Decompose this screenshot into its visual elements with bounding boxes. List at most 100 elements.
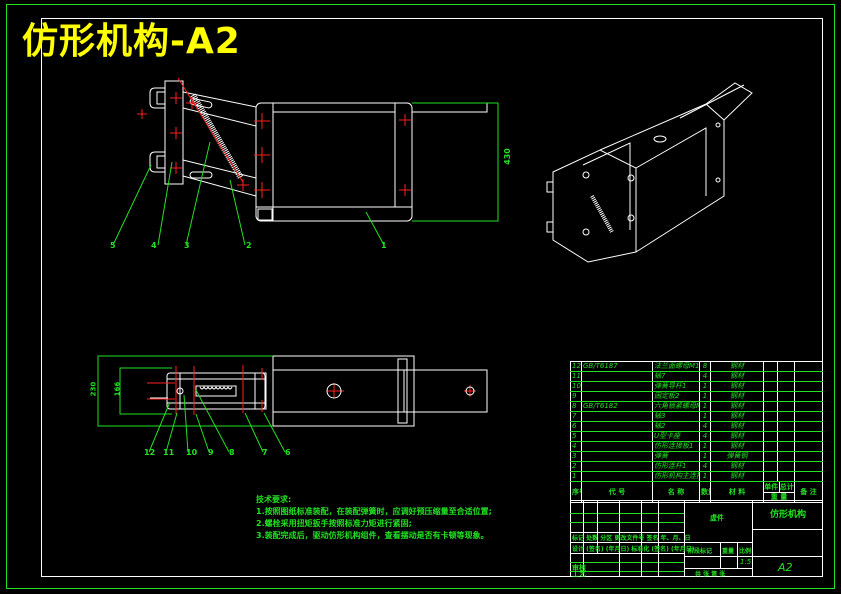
part-code — [581, 421, 653, 432]
balloon-12: 12 — [144, 448, 156, 457]
tech-item-1: 1.按照图纸标准装配，在装配弹簧时，应调好预压缩量至合适位置; — [256, 507, 492, 516]
part-no: 3 — [570, 451, 582, 462]
part-unit-weight — [763, 411, 778, 422]
part-unit-weight — [763, 431, 778, 442]
tech-item-3: 3.装配完成后，驱动仿形机构组件，查看摆动是否有卡顿等现象。 — [256, 531, 489, 540]
balloon-2: 2 — [246, 241, 252, 250]
header-code: 代 号 — [581, 481, 653, 503]
part-qty: 1 — [699, 381, 711, 392]
material-label: 虚件 — [710, 514, 724, 522]
part-total-weight — [777, 421, 795, 432]
title-block: 标记 处数 分区 更改文件号 签名 年、月、日 设计 (签名) (年月日) 标准… — [570, 500, 823, 578]
part-name: 法兰面螺母M16 — [652, 361, 700, 372]
top-view-centerlines — [147, 365, 476, 415]
part-unit-weight — [763, 361, 778, 372]
front-view-leaders — [112, 141, 385, 246]
standard-label: 标准化 — [631, 546, 650, 553]
part-name: 弹簧 — [652, 451, 700, 462]
part-qty: 8 — [699, 361, 711, 372]
part-unit-weight — [763, 371, 778, 382]
part-name: 仿形连杆1 — [652, 461, 700, 472]
part-remark — [794, 391, 823, 402]
drawing-title: 仿形机构-A2 — [22, 21, 241, 62]
header-weight-label: 重 量 — [770, 493, 788, 501]
part-unit-weight — [763, 391, 778, 402]
rev-count: 处数 — [586, 535, 599, 542]
part-no: 2 — [570, 461, 582, 472]
part-remark — [794, 461, 823, 472]
part-no: 8 — [570, 401, 582, 412]
part-name: 轴2 — [652, 421, 700, 432]
header-remark: 备 注 — [794, 481, 823, 503]
part-qty: 1 — [699, 401, 711, 412]
part-qty: 1 — [699, 451, 711, 462]
part-remark — [794, 421, 823, 432]
part-no: 11 — [570, 371, 582, 382]
design-label: 设计 — [572, 546, 585, 553]
rev-doc: 更改文件号 — [614, 535, 645, 542]
part-code — [581, 451, 653, 462]
standard-date: (年月日) — [671, 546, 695, 553]
part-no: 1 — [570, 471, 582, 482]
part-name: 固定板2 — [652, 391, 700, 402]
part-code — [581, 371, 653, 382]
part-unit-weight — [763, 461, 778, 472]
part-total-weight — [777, 431, 795, 442]
parts-list-row: 8GB/T6182六角锁紧螺母M241钢材 — [570, 401, 823, 412]
part-qty: 1 — [699, 411, 711, 422]
part-unit-weight — [763, 401, 778, 412]
part-qty: 4 — [699, 431, 711, 442]
hole-main — [326, 383, 342, 399]
rev-date: 年、月、日 — [660, 535, 691, 542]
part-unit-weight — [763, 451, 778, 462]
design-sign: (签名) — [586, 546, 604, 553]
part-code: GB/T6187 — [581, 361, 653, 372]
part-no: 12 — [570, 361, 582, 372]
drawing-name: 仿形机构 — [770, 510, 807, 520]
part-unit-weight — [763, 441, 778, 452]
dimension-inner-width: 166 — [113, 381, 122, 397]
header-total-weight: 总计 — [779, 483, 794, 491]
part-qty: 4 — [699, 461, 711, 472]
balloon-4: 4 — [151, 241, 157, 250]
isometric-view — [546, 82, 753, 263]
part-material: 钢材 — [710, 421, 764, 432]
process-label: 工艺 — [572, 570, 586, 578]
part-total-weight — [777, 411, 795, 422]
scale-value: 1:5 — [740, 558, 752, 566]
part-material: 钢材 — [710, 391, 764, 402]
revision-headers: 标记 处数 分区 更改文件号 签名 年、月、日 — [572, 533, 691, 542]
balloon-5: 5 — [110, 241, 116, 250]
sheet-size: A2 — [778, 561, 793, 574]
part-no: 5 — [570, 431, 582, 442]
part-total-weight — [777, 361, 795, 372]
part-code — [581, 411, 653, 422]
technical-requirements: 技术要求: 1.按照图纸标准装配，在装配弹簧时，应调好预压缩量至合适位置; 2.… — [256, 494, 492, 542]
part-name: 轴7 — [652, 371, 700, 382]
rev-sign: 签名 — [646, 535, 659, 542]
part-code — [581, 471, 653, 482]
balloon-1: 1 — [381, 241, 387, 250]
front-view-dimension — [412, 102, 499, 222]
part-no: 4 — [570, 441, 582, 452]
part-material: 弹簧钢 — [710, 451, 764, 462]
balloon-10: 10 — [186, 448, 198, 457]
part-remark — [794, 381, 823, 392]
balloon-7: 7 — [262, 448, 268, 457]
balloon-3: 3 — [184, 241, 190, 250]
part-code: GB/T6182 — [581, 401, 653, 412]
part-code — [581, 391, 653, 402]
part-no: 10 — [570, 381, 582, 392]
parts-list-row: 1仿形机构主连接板1钢材 — [570, 471, 823, 482]
header-weight: 单件 总计 重 量 — [763, 481, 795, 503]
top-view-dimension — [97, 355, 273, 427]
part-remark — [794, 471, 823, 482]
part-qty: 1 — [699, 471, 711, 482]
header-unit-weight: 单件 — [764, 482, 780, 492]
